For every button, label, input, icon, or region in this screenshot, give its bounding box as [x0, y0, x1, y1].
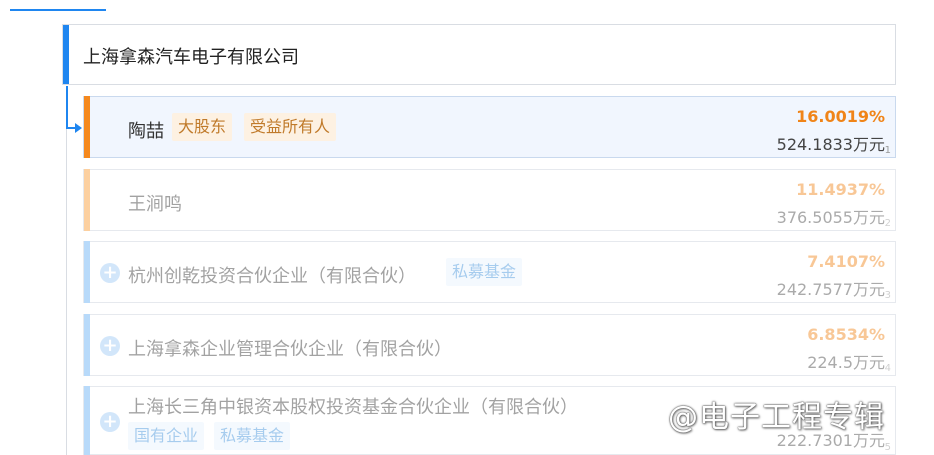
expand-plus-icon[interactable]: + — [100, 263, 120, 283]
shareholder-accent-bar — [84, 96, 90, 158]
company-node[interactable]: 上海拿森汽车电子有限公司 — [62, 24, 896, 85]
company-accent-bar — [63, 25, 69, 84]
shareholder-name[interactable]: 王涧鸣 — [128, 194, 182, 215]
shareholder-name[interactable]: 上海拿森企业管理合伙企业（有限合伙） — [128, 339, 452, 360]
share-amount: 376.5055万元 — [776, 208, 885, 227]
tree-line — [66, 86, 67, 455]
shareholder-accent-bar — [84, 314, 90, 376]
share-amount: 242.7577万元 — [776, 280, 885, 299]
tree-connector-branch — [66, 127, 77, 129]
active-tab-indicator — [10, 9, 106, 11]
share-percent: 16.0019% — [796, 107, 885, 126]
share-percent: 7.4107% — [807, 252, 885, 271]
shareholder-accent-bar — [84, 169, 90, 231]
share-amount: 222.7301万元 — [776, 431, 885, 450]
share-percent: 6.8534% — [807, 325, 885, 344]
watermark-text: @电子工程专辑 — [668, 400, 885, 435]
rank-number: 4 — [884, 363, 891, 374]
share-percent: 11.4937% — [796, 180, 885, 199]
shareholder-row[interactable]: + 杭州创乾投资合伙企业（有限合伙） 私募基金 7.4107% 242.7577… — [83, 241, 896, 303]
shareholder-name[interactable]: 杭州创乾投资合伙企业（有限合伙） — [128, 266, 416, 287]
shareholder-accent-bar — [84, 241, 90, 303]
rank-number: 3 — [884, 290, 891, 301]
rank-number: 5 — [884, 442, 891, 453]
tree-connector — [66, 86, 68, 128]
arrow-right-icon — [75, 123, 82, 133]
expand-plus-icon[interactable]: + — [100, 412, 120, 432]
tag-private-fund: 私募基金 — [214, 422, 291, 450]
tag-major-shareholder: 大股东 — [172, 113, 233, 141]
shareholder-row[interactable]: + 上海拿森企业管理合伙企业（有限合伙） 6.8534% 224.5万元 4 — [83, 314, 896, 376]
shareholder-row[interactable]: 陶喆 大股东 受益所有人 16.0019% 524.1833万元 1 — [83, 96, 896, 158]
company-name[interactable]: 上海拿森汽车电子有限公司 — [83, 47, 299, 68]
shareholder-row[interactable]: 王涧鸣 11.4937% 376.5055万元 2 — [83, 169, 896, 231]
expand-plus-icon[interactable]: + — [100, 336, 120, 356]
rank-number: 2 — [884, 218, 891, 229]
tag-beneficial-owner: 受益所有人 — [244, 113, 337, 141]
share-amount: 524.1833万元 — [776, 135, 885, 154]
share-amount: 224.5万元 — [807, 353, 885, 372]
shareholder-name[interactable]: 陶喆 — [128, 121, 164, 142]
rank-number: 1 — [884, 145, 891, 156]
shareholder-name[interactable]: 上海长三角中银资本股权投资基金合伙企业（有限合伙） — [128, 397, 578, 418]
shareholder-accent-bar — [84, 386, 90, 455]
tag-private-fund: 私募基金 — [446, 258, 523, 286]
shareholder-row[interactable]: + 上海长三角中银资本股权投资基金合伙企业（有限合伙） 国有企业 私募基金 22… — [83, 386, 896, 455]
tag-state-owned: 国有企业 — [128, 422, 205, 450]
